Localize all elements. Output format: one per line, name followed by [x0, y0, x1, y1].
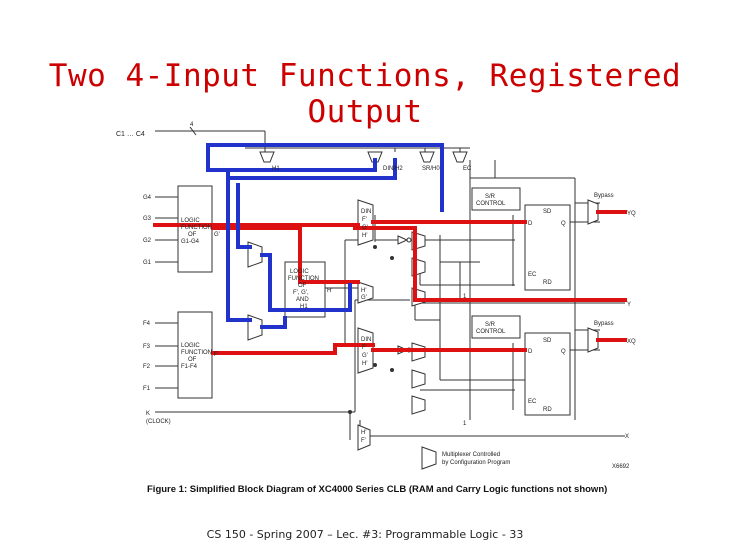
h-func-line4: F', G', [293, 290, 309, 296]
hf-mux-h: H' [361, 430, 366, 436]
legend-line2: by Configuration Program [442, 460, 510, 466]
red-path [153, 210, 627, 355]
k-label: K [146, 411, 150, 417]
slide-footer: CS 150 - Spring 2007 – Lec. #3: Programm… [206, 528, 524, 541]
hx-label: H1 [272, 166, 280, 172]
g-func-line3: OF [188, 232, 197, 238]
f-func-line2: FUNCTION [181, 350, 212, 356]
g-func-line2: FUNCTION [181, 225, 212, 231]
ff-top-ec: EC [528, 272, 537, 278]
bypass-top-label: Bypass [594, 193, 614, 199]
ff-bot-rd: RD [543, 407, 552, 413]
ec-label: EC [463, 166, 472, 172]
ff-top-sd: SD [543, 209, 552, 215]
f2-label: F2 [143, 364, 151, 370]
g1-label: G1 [143, 260, 152, 266]
sr-ctrl-top-line1: S/R [485, 194, 496, 200]
h-func-line6: H1 [300, 304, 308, 310]
ff-top-rd: RD [543, 280, 552, 286]
sr-label: SR/H0 [422, 166, 440, 172]
h-func-line5: AND [296, 297, 309, 303]
f-func-line1: LOGIC [181, 343, 200, 349]
g-func-line1: LOGIC [181, 218, 200, 224]
hg-mux-h: H' [361, 288, 366, 294]
f-func-line3: OF [188, 357, 197, 363]
bus-width-label: 4 [190, 122, 194, 128]
diagram-labels: C1 … C4 4 H1 DIN/H2 SR/H0 EC G4 G3 G2 G1… [116, 122, 636, 470]
h-prime-label: H' [327, 288, 332, 294]
g3-label: G3 [143, 216, 152, 222]
xq-label: XQ [627, 339, 636, 345]
logic-boxes [177, 185, 571, 416]
f-prime-label: F' [214, 352, 219, 358]
din-mux-top-g: G' [362, 225, 368, 231]
one-label-bot: 1 [463, 421, 467, 427]
sr-ctrl-bot-line2: CONTROL [476, 329, 506, 335]
blue-path [206, 143, 444, 329]
f3-label: F3 [143, 344, 151, 350]
g4-label: G4 [143, 195, 152, 201]
g-func-line4: G1-G4 [181, 239, 200, 245]
sr-ctrl-bot-line1: S/R [485, 322, 496, 328]
bypass-bot-label: Bypass [594, 321, 614, 327]
din-mux-bot-h: H' [362, 361, 367, 367]
din-mux-bot-g: G' [362, 353, 368, 359]
f4-label: F4 [143, 321, 151, 327]
c-inputs-label: C1 … C4 [116, 131, 145, 138]
din-mux-top-din: DIN [361, 209, 371, 215]
g-prime-label: G' [214, 232, 220, 238]
junction-dots [348, 245, 394, 414]
one-label-top: 1 [463, 294, 467, 300]
inverter-icons [397, 235, 412, 355]
ff-top-d: D [528, 221, 533, 227]
legend-line1: Multiplexer Controlled [442, 452, 500, 458]
ff-bot-q: Q [561, 349, 566, 355]
h-func-line2: FUNCTION [288, 276, 319, 282]
din-label: DIN/H2 [383, 166, 403, 172]
f-func-line4: F1-F4 [181, 364, 198, 370]
din-mux-top-h: H' [362, 233, 367, 239]
din-mux-top-f: F' [362, 217, 367, 223]
ff-bot-sd: SD [543, 338, 552, 344]
figure-id: X6692 [612, 464, 630, 470]
din-mux-bot-f: F' [362, 345, 367, 351]
ff-bot-ec: EC [528, 399, 537, 405]
hg-mux-g: G' [361, 295, 367, 301]
ff-top-q: Q [561, 221, 566, 227]
ff-bot-d: D [528, 349, 533, 355]
f1-label: F1 [143, 386, 151, 392]
din-mux-bot-din: DIN [361, 337, 371, 343]
clock-label: (CLOCK) [146, 419, 171, 425]
slide-title: Two 4-Input Functions, Registered Output [48, 58, 682, 130]
h-func-line1: LOGIC [290, 269, 309, 275]
x-label: X [625, 434, 629, 440]
g2-label: G2 [143, 238, 152, 244]
figure-caption: Figure 1: Simplified Block Diagram of XC… [147, 484, 607, 495]
h-func-line3: OF [298, 283, 307, 289]
sr-ctrl-top-line2: CONTROL [476, 201, 506, 207]
yq-label: YQ [627, 211, 636, 217]
black-wiring [155, 126, 625, 442]
hf-mux-f: F' [361, 438, 366, 444]
y-label: Y [627, 302, 631, 308]
